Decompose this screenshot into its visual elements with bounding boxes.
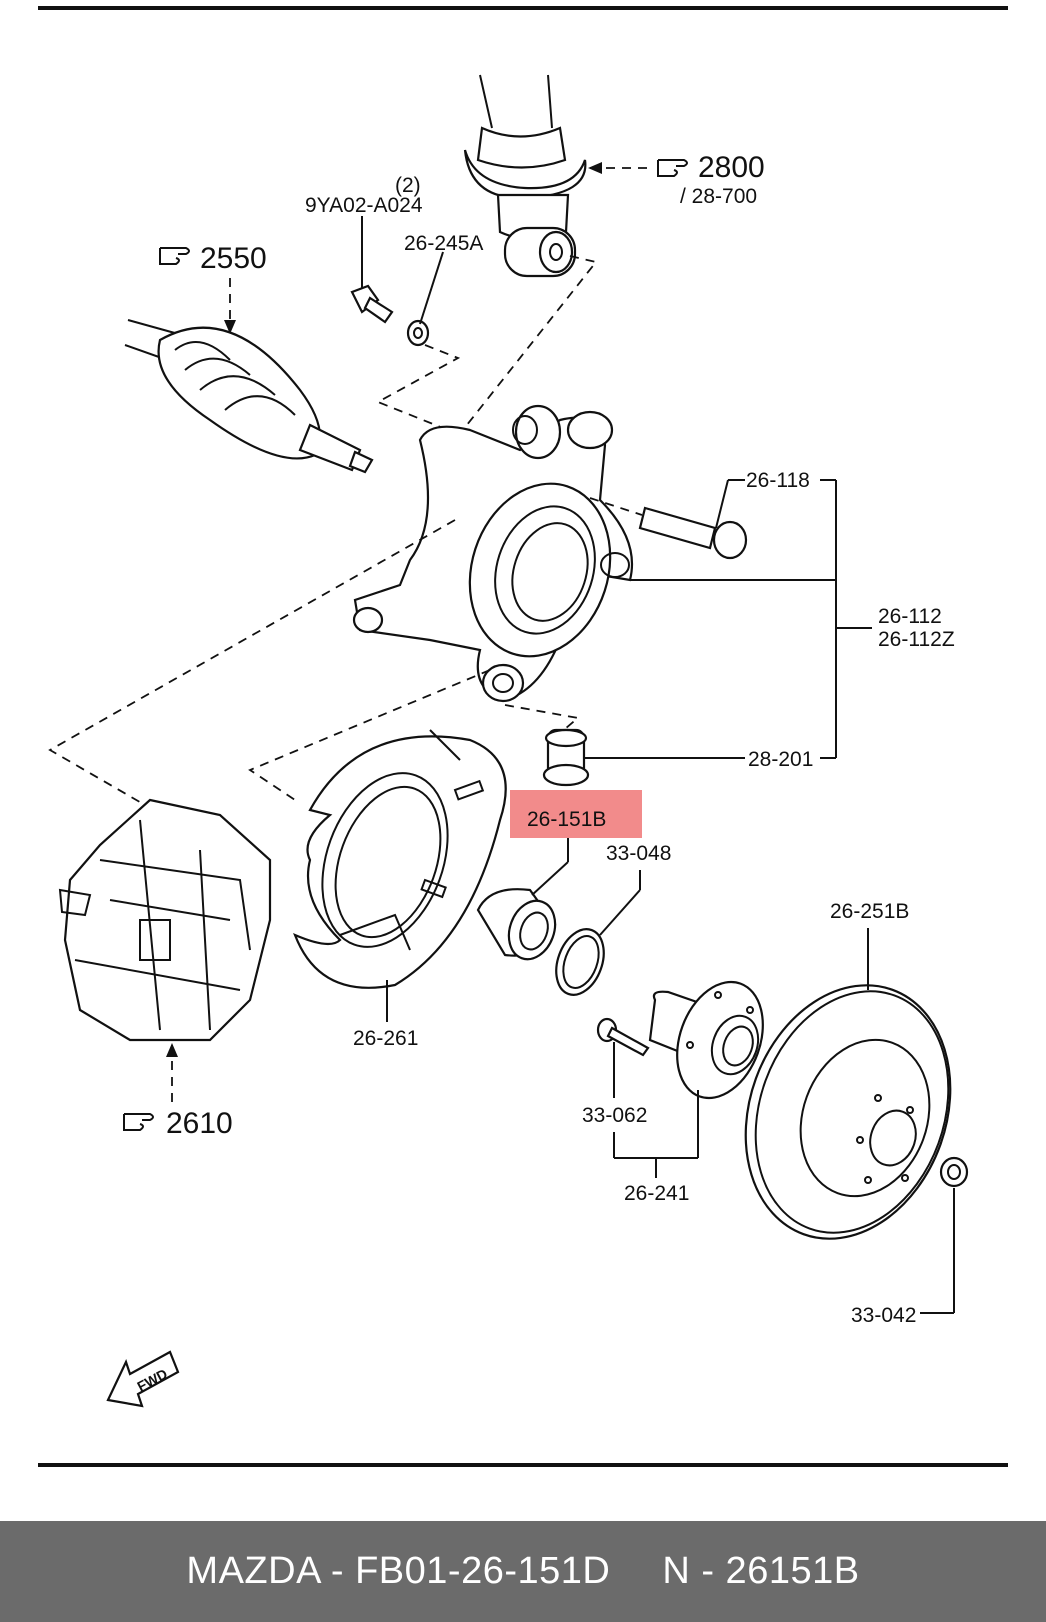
leader-26-245a [419, 251, 444, 325]
brake-disc [744, 984, 952, 1240]
label-2800: 2800 [698, 151, 765, 184]
bracket-26-112 [584, 479, 872, 759]
drive-shaft [124, 319, 374, 474]
arrow-2610 [166, 1043, 178, 1057]
label-33-048: 33-048 [606, 842, 671, 865]
dash-to-caliper [48, 519, 456, 806]
leader-33-042 [920, 1188, 955, 1314]
label-26-245a: 26-245A [404, 232, 483, 255]
dash-bushing [504, 704, 581, 729]
label-26-112z: 26-112Z [878, 628, 955, 651]
label-26-251b: 26-251B [830, 900, 909, 923]
wheel-hub [648, 980, 764, 1100]
brake-caliper [58, 798, 272, 1042]
hub-stud [596, 1017, 650, 1057]
fwd-arrow-icon: FWD [106, 1350, 180, 1408]
label-2610: 2610 [166, 1107, 233, 1140]
label-qty: (2) [395, 174, 421, 197]
label-26-241: 26-241 [624, 1182, 689, 1205]
pointer-icon-2550 [159, 247, 190, 265]
dash-to-shield [248, 669, 491, 801]
footer-part-number: MAZDA - FB01-26-151D [186, 1550, 611, 1592]
dash-bolt-to-knuckle [375, 344, 461, 431]
pointer-icon-2610 [123, 1113, 154, 1131]
knuckle-bolt [350, 284, 394, 324]
parts-diagram: 2800 / 28-700 (2) 9YA02-A024 26-245A 255… [38, 6, 1008, 1467]
arrow-2800 [588, 162, 602, 174]
bushing [542, 728, 590, 787]
bracket-26-241 [613, 1090, 699, 1178]
footer-bar: MAZDA - FB01-26-151D N - 26151B [0, 1521, 1046, 1622]
label-33-062: 33-062 [582, 1104, 647, 1127]
lug-nut [939, 1156, 969, 1188]
label-28-201: 28-201 [748, 748, 813, 771]
highlight-box [510, 790, 642, 838]
lock-washer [406, 319, 430, 347]
leader-33-048-b [599, 889, 641, 936]
label-26-118: 26-118 [746, 469, 810, 492]
dust-shield [293, 729, 507, 989]
label-9ya02-a024: 9YA02-A024 [305, 194, 423, 217]
leader-26-151b-b [531, 861, 569, 896]
wheel-bearing [476, 888, 557, 961]
snap-ring [555, 928, 605, 996]
label-26-151b: 26-151B [527, 808, 606, 831]
knuckle-through-bolt [638, 506, 748, 560]
steering-knuckle [352, 404, 634, 703]
label-28-700: / 28-700 [680, 185, 757, 208]
dash-shock-to-knuckle [454, 255, 598, 441]
label-26-112: 26-112 [878, 605, 942, 628]
label-33-042: 33-042 [851, 1304, 916, 1327]
footer-reference: N - 26151B [662, 1550, 860, 1592]
label-26-261: 26-261 [353, 1027, 418, 1050]
shock-absorber [463, 74, 587, 278]
arrow-2550 [224, 320, 236, 334]
label-2550: 2550 [200, 242, 267, 275]
pointer-icon-2800 [657, 159, 688, 177]
